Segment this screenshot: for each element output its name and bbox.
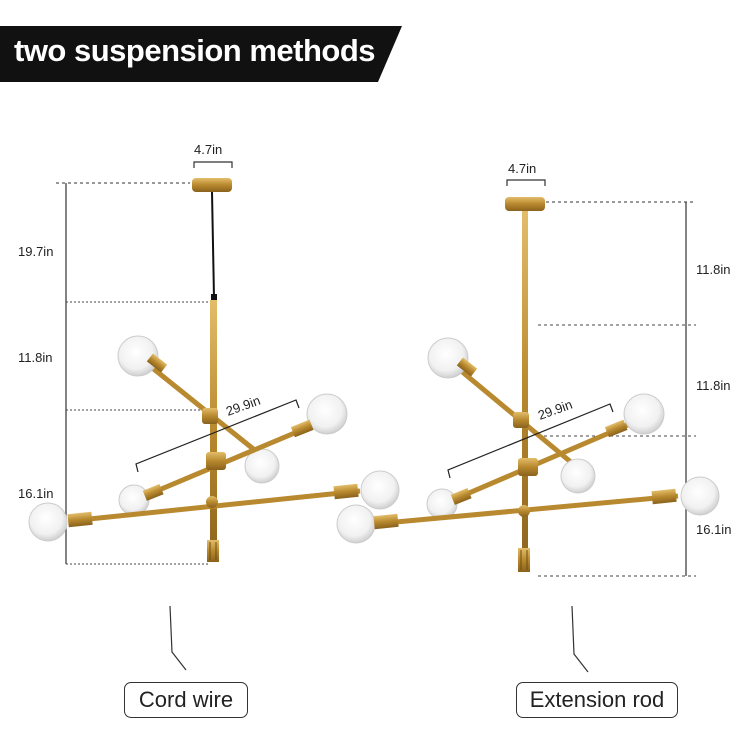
left-arm-span: 29.9in	[224, 393, 262, 419]
caption-cord-wire: Cord wire	[124, 682, 248, 718]
left-cord-length: 19.7in	[18, 244, 53, 259]
left-lower-height: 16.1in	[18, 486, 53, 501]
right-arm-span: 29.9in	[536, 397, 574, 423]
left-canopy-width: 4.7in	[194, 142, 222, 157]
right-fixture	[336, 179, 720, 673]
right-upper-height: 11.8in	[696, 378, 730, 393]
right-rod-length: 11.8in	[696, 262, 730, 277]
right-canopy-width: 4.7in	[508, 161, 536, 176]
caption-extension-rod: Extension rod	[516, 682, 678, 718]
left-fixture	[28, 161, 400, 671]
title-banner	[0, 26, 402, 82]
left-upper-height: 11.8in	[18, 350, 52, 365]
right-lower-height: 16.1in	[696, 522, 731, 537]
title-text: two suspension methods	[14, 33, 376, 68]
